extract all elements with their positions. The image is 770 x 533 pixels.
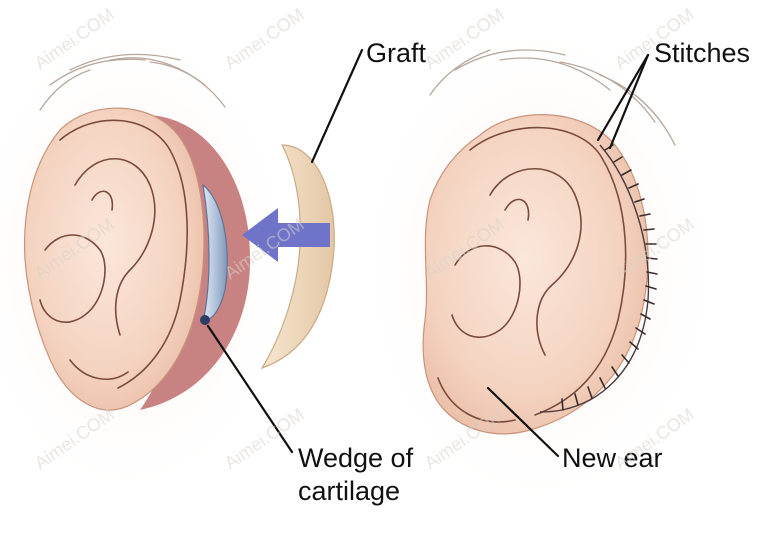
right-ear-antihelix [489,167,582,356]
right-ear-body [422,114,649,435]
graft-leader-line [310,48,364,164]
left-ear-body [23,107,205,411]
stitches-leader-line-2 [608,53,650,150]
stitches-leader-line-1 [596,53,650,142]
right-ear-group [365,30,715,500]
right-ear-helix [469,126,627,416]
cartilage-wedge [202,183,228,323]
left-ear-tragus [91,190,114,211]
graft-piece [260,144,335,370]
left-ear-helix [59,119,188,389]
hair-strands-left [39,53,226,111]
new-ear-label: New ear [562,443,663,473]
wedge-label-line2: cartilage [298,476,400,506]
stitches-label: Stitches [654,38,750,68]
right-ear-concha [451,245,521,339]
left-ear-antihelix [74,158,156,336]
stitch-line [539,144,658,413]
wedge-leader-line [206,324,294,454]
right-ear-lobe [437,377,516,423]
left-ear-group [0,30,290,490]
graft-label: Graft [366,38,427,68]
wedge-label-line1: Wedge of [298,443,414,473]
hair-strands-right [429,49,676,146]
left-ear-concha [39,234,106,324]
left-ear-lobe [69,359,129,380]
right-ear-tragus [504,198,530,221]
cartilage-tip [200,315,210,325]
insertion-arrow [242,208,330,262]
new-ear-leader-line [486,386,560,458]
watermark-text: Aimei.COM [221,4,308,73]
